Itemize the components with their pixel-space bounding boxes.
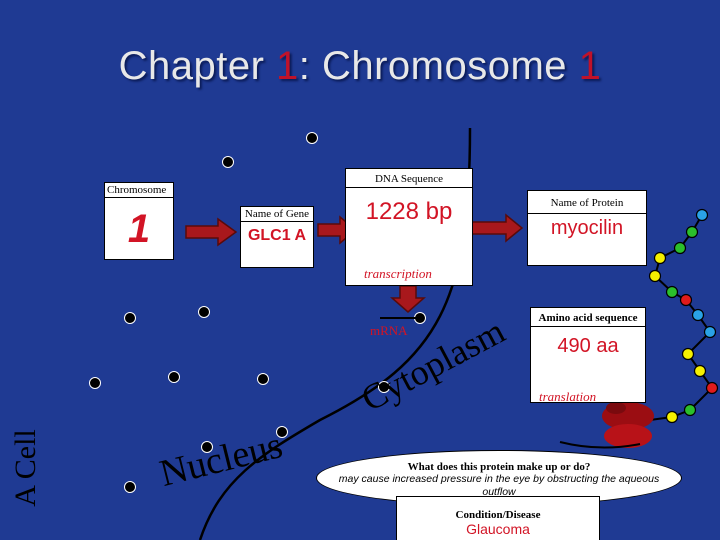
condition-box: Condition/Disease Glaucoma xyxy=(396,496,600,540)
function-question: What does this protein make up or do? xyxy=(407,461,591,473)
amino-value-box: 490 aa translation xyxy=(530,327,646,404)
gene-label-box: Name of Gene xyxy=(240,206,314,222)
gene-value: GLC1 A xyxy=(247,227,307,244)
amino-label-box: Amino acid sequence xyxy=(530,307,646,327)
chromosome-value-box: 1 xyxy=(104,198,174,260)
arrow-down-transcription xyxy=(390,285,426,313)
arrow-chromosome-to-gene xyxy=(185,217,238,247)
dna-label-box: DNA Sequence xyxy=(345,168,473,188)
protein-label-box: Name of Protein xyxy=(527,190,647,214)
chromosome-value: 1 xyxy=(127,207,151,251)
side-label-cell: A Cell xyxy=(9,429,42,507)
chromosome-number: 1 xyxy=(578,44,602,88)
dna-value: 1228 bp xyxy=(365,198,453,225)
arrow-dna-to-protein xyxy=(467,213,524,243)
slide-title: Chapter 1: Chromosome 1 xyxy=(118,44,602,88)
protein-value-box: myocilin xyxy=(527,214,647,266)
function-answer: may cause increased pressure in the eye … xyxy=(338,473,660,498)
condition-value: Glaucoma xyxy=(466,521,530,537)
translation-label: translation xyxy=(539,389,597,404)
ribosome-shape xyxy=(559,402,654,449)
chapter-number: 1 xyxy=(276,44,299,88)
background-dots xyxy=(89,132,426,493)
chromosome-label-box: Chromosome xyxy=(104,182,174,198)
transcription-label: transcription xyxy=(364,266,432,281)
mrna-label: mRNA xyxy=(370,323,408,338)
gene-value-box: GLC1 A xyxy=(240,222,314,268)
amino-acid-chain xyxy=(637,208,719,424)
amino-value: 490 aa xyxy=(557,335,619,357)
condition-label: Condition/Disease xyxy=(455,509,541,521)
protein-value: myocilin xyxy=(550,217,624,239)
dna-value-box: 1228 bp transcription xyxy=(345,188,473,286)
